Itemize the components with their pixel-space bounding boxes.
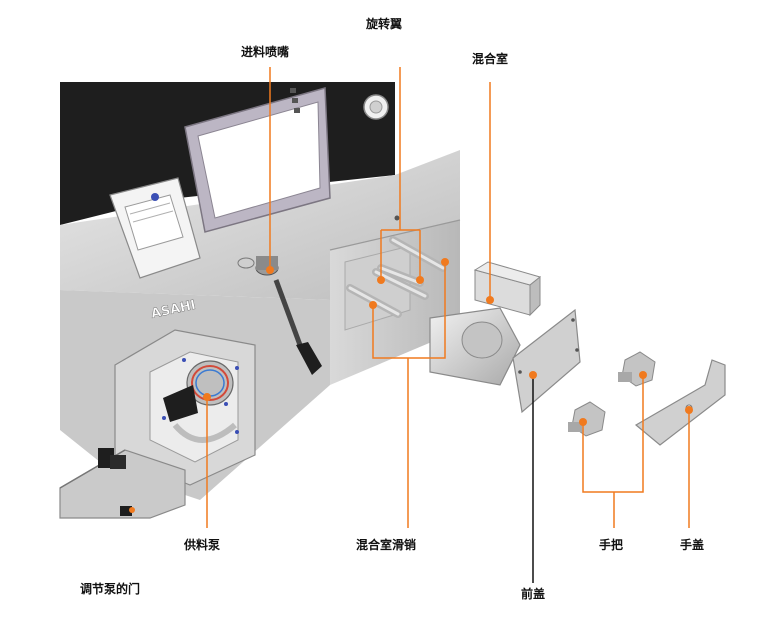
label-feed-pump: 供料泵	[184, 538, 221, 552]
control-knob	[363, 94, 389, 120]
label-pump-door-adjust: 调节泵的门	[80, 582, 141, 596]
label-mixing-chamber: 混合室	[472, 52, 509, 66]
front-cover-plate	[512, 308, 581, 414]
rotating-wing-rods	[377, 236, 447, 287]
handle-knobs	[568, 351, 656, 437]
label-front-cover: 前盖	[521, 587, 546, 601]
label-hand-cover: 手盖	[680, 538, 705, 552]
feed-nozzle	[237, 256, 322, 375]
touch-screen	[184, 87, 331, 233]
leader-dots	[203, 258, 693, 426]
label-rotating-wing: 旋转翼	[366, 17, 403, 31]
pump-housing	[114, 329, 256, 486]
label-mixing-chamber-slide-pin: 混合室滑销	[356, 538, 417, 552]
label-handle: 手把	[599, 538, 624, 552]
printer	[109, 177, 201, 279]
leader-lines	[206, 67, 690, 528]
slide-pins	[346, 268, 429, 318]
label-feed-nozzle: 进料喷嘴	[241, 45, 290, 59]
machine-feet	[98, 448, 126, 469]
